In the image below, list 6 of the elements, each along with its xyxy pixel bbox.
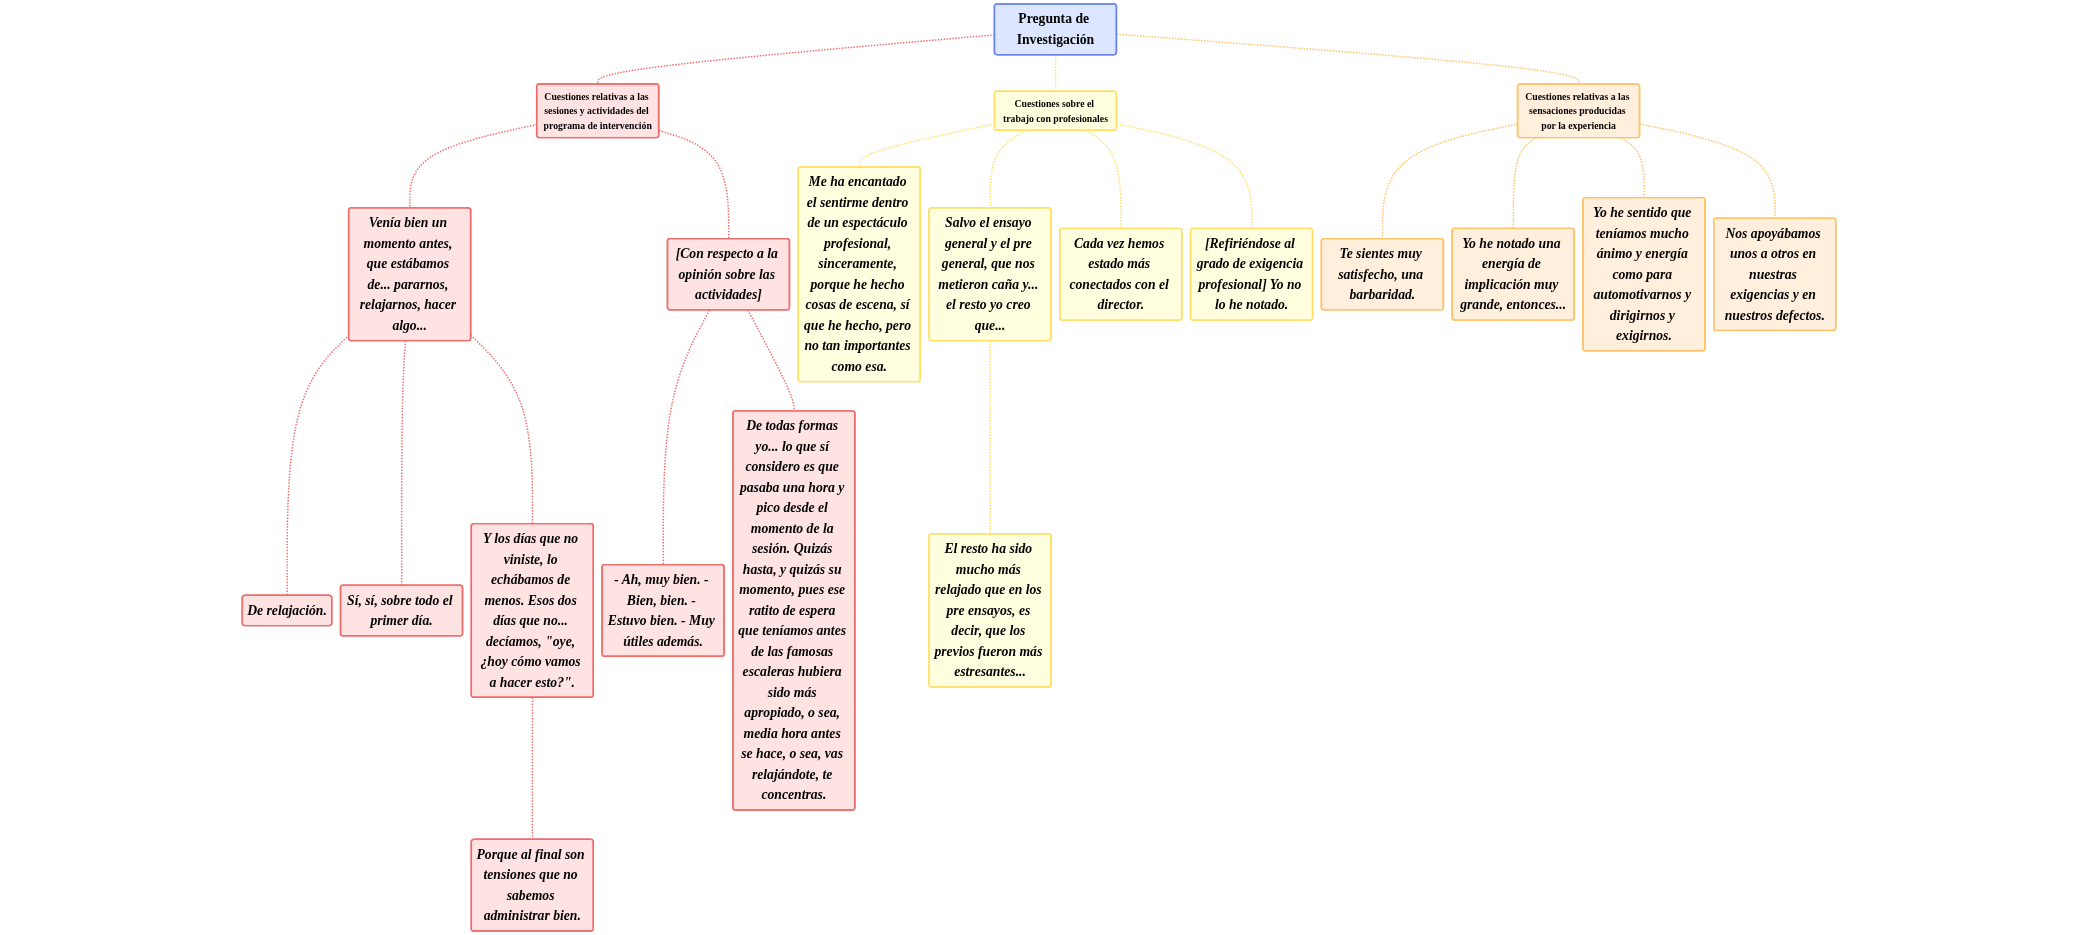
connector <box>1512 137 1538 230</box>
connector <box>658 129 730 240</box>
connector <box>989 340 991 535</box>
connector <box>1085 129 1122 230</box>
connector <box>662 309 711 566</box>
connector <box>989 129 1026 209</box>
